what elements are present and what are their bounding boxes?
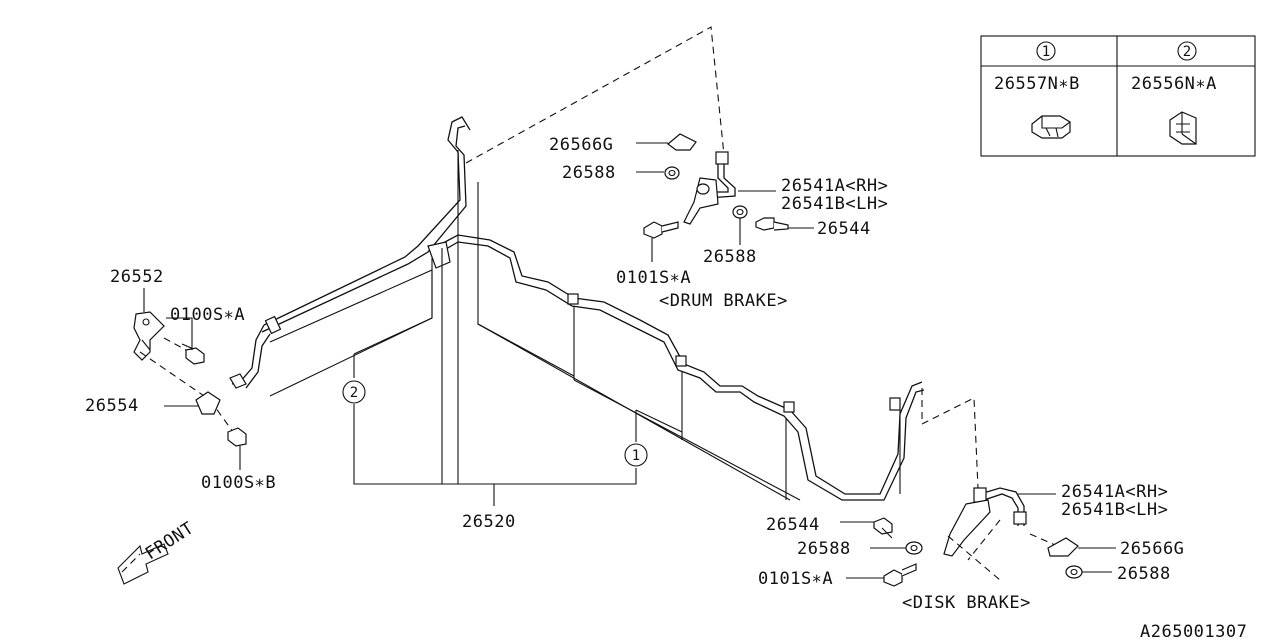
callout-circle-1: [624, 443, 648, 467]
left-bracket-assembly: 26552 0100S∗A 26554 0100S∗B: [85, 267, 276, 493]
label-26520: 26520: [462, 512, 516, 532]
label-26541b-bottom: 26541B<LH>: [1061, 500, 1168, 520]
callout-1: 1: [632, 448, 640, 464]
disk-brake-assembly: 26541A<RH> 26541B<LH> 26544 26588 0101S∗…: [758, 388, 1184, 613]
label-26544-bottom: 26544: [766, 515, 820, 535]
label-26588-bottom-right: 26588: [1117, 564, 1171, 584]
legend-circle-1: [1036, 41, 1056, 61]
callout-2: 2: [350, 385, 358, 401]
label-0100sb: 0100S∗B: [201, 473, 276, 493]
label-26566g-bottom: 26566G: [1120, 539, 1184, 559]
label-0101sa-top: 0101S∗A: [616, 268, 691, 288]
legend-part-2: 26556N∗A: [1131, 74, 1217, 94]
label-26588-top: 26588: [562, 163, 616, 183]
label-26541a-bottom: 26541A<RH>: [1061, 482, 1168, 502]
clip-26566g-top: [667, 133, 697, 151]
legend-circle-2: [1177, 41, 1197, 61]
legend-index-1: 1: [1042, 44, 1050, 60]
diagram-id: A265001307: [1140, 622, 1247, 640]
label-26541a-top: 26541A<RH>: [781, 176, 888, 196]
label-drum-brake: <DRUM BRAKE>: [659, 291, 788, 311]
label-26541b-top: 26541B<LH>: [781, 194, 888, 214]
legend-index-2: 2: [1183, 44, 1191, 60]
label-26566g-top: 26566G: [549, 135, 613, 155]
callout-circle-2: [342, 380, 366, 404]
label-26554: 26554: [85, 396, 139, 416]
legend-table: 1 2 26557N∗B 26556N∗A: [980, 35, 1256, 157]
label-disk-brake: <DISK BRAKE>: [902, 593, 1031, 613]
label-26544-top: 26544: [817, 219, 871, 239]
legend-part-1: 26557N∗B: [994, 74, 1080, 94]
clip-26566g-bottom: [1047, 537, 1079, 557]
drum-brake-assembly: 26566G 26588 26541A<RH> 26541B<LH> 26544…: [465, 26, 888, 311]
front-direction-arrow: FRONT: [117, 518, 198, 585]
clip-26557nb-icon: [1031, 115, 1071, 139]
label-0100sa: 0100S∗A: [170, 305, 245, 325]
clip-26556na-icon: [1169, 111, 1197, 145]
clip-reference-lines: 2 1 26520: [269, 150, 901, 532]
front-label: FRONT: [142, 518, 198, 564]
label-0101sa-bottom: 0101S∗A: [758, 569, 833, 589]
label-26552: 26552: [110, 267, 164, 287]
label-26588-bottom: 26588: [797, 539, 851, 559]
label-26588-mid: 26588: [703, 247, 757, 267]
